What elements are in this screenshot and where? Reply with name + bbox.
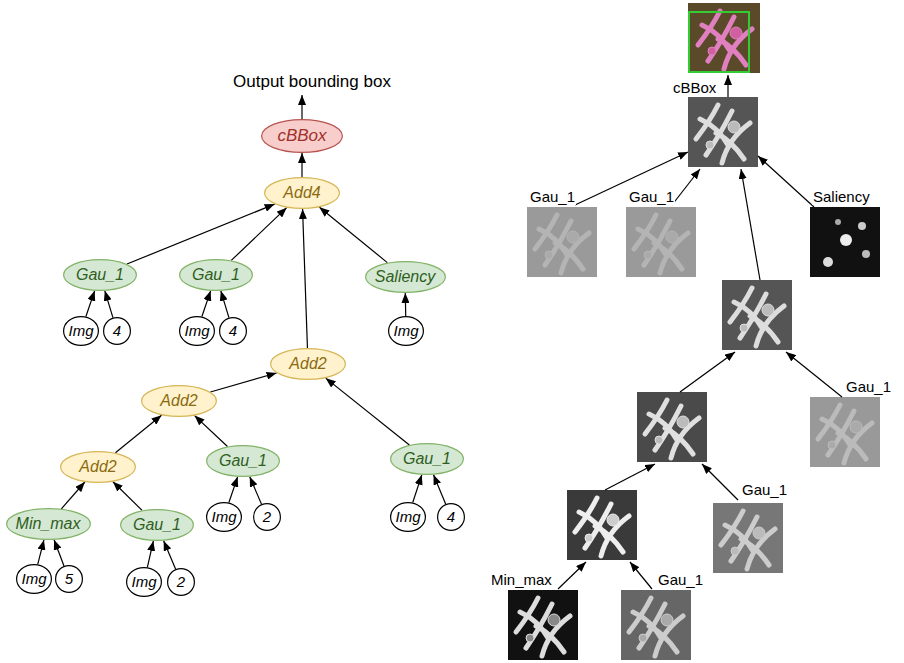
output-caption: Output bounding box xyxy=(233,72,391,92)
tree-arrow xyxy=(301,153,302,177)
node-label: 2 xyxy=(263,509,271,526)
tree-arrow xyxy=(38,540,44,564)
tree-arrow xyxy=(229,477,238,503)
input-circle: Img xyxy=(126,567,162,597)
image-arrows xyxy=(558,75,842,589)
output-op-ellipse: cBBox xyxy=(261,119,343,153)
input-circle: 2 xyxy=(167,568,195,596)
image-operator-label: Gau_1 xyxy=(845,378,892,395)
image-operator-label: Min_max xyxy=(490,571,553,588)
tree-arrow xyxy=(195,416,228,447)
input-circle: 4 xyxy=(219,317,247,345)
tree-arrow xyxy=(164,541,176,569)
tree-arrow xyxy=(115,415,161,453)
node-label: Gau_1 xyxy=(219,452,267,470)
tree-arrow xyxy=(434,475,446,504)
tree-arrow xyxy=(86,291,95,317)
node-label: Saliency xyxy=(375,268,435,286)
tree-arrow xyxy=(105,291,113,318)
image-operator-label: Gau_1 xyxy=(741,481,788,498)
node-label: Img xyxy=(21,571,46,588)
filter-op-ellipse: Gau_1 xyxy=(120,509,194,541)
add-op-ellipse: Add4 xyxy=(264,177,340,209)
filter-op-ellipse: Min_max xyxy=(6,508,91,540)
node-label: 5 xyxy=(65,571,73,588)
image-operator-label: cBBox xyxy=(672,79,717,96)
input-circle: Img xyxy=(206,502,242,532)
node-label: Min_max xyxy=(16,515,81,533)
tree-arrow xyxy=(303,209,308,348)
input-circle: Img xyxy=(390,502,426,532)
tree-arrow xyxy=(147,541,153,567)
input-circle: 4 xyxy=(437,503,465,531)
node-label: Gau_1 xyxy=(403,450,451,468)
input-circle: Img xyxy=(388,316,424,346)
node-label: Add4 xyxy=(283,184,320,202)
tree-arrow xyxy=(319,207,387,262)
input-circle: Img xyxy=(16,564,52,594)
input-circle: 5 xyxy=(55,565,83,593)
tree-arrow xyxy=(413,475,422,503)
feature-image xyxy=(508,97,880,660)
input-circle: Img xyxy=(63,316,99,346)
image-operator-label: Gau_1 xyxy=(529,188,576,205)
filter-op-ellipse: Gau_1 xyxy=(390,443,464,475)
node-label: cBBox xyxy=(277,127,326,146)
filter-op-ellipse: Gau_1 xyxy=(179,259,253,291)
add-op-ellipse: Add2 xyxy=(60,451,136,483)
node-label: Img xyxy=(211,509,236,526)
tree-arrow xyxy=(405,293,407,316)
input-circle: 4 xyxy=(103,317,131,345)
tree-arrow xyxy=(221,291,229,318)
tree-arrow xyxy=(250,477,262,504)
add-op-ellipse: Add2 xyxy=(270,348,346,380)
tree-arrow xyxy=(202,291,211,317)
image-operator-label: Gau_1 xyxy=(628,188,675,205)
image-operator-label: Saliency xyxy=(812,188,871,205)
filter-op-ellipse: Saliency xyxy=(365,261,446,293)
node-label: Img xyxy=(68,323,93,340)
tree-arrow xyxy=(326,378,410,445)
filter-op-ellipse: Gau_1 xyxy=(206,445,280,477)
node-label: Img xyxy=(393,323,418,340)
tree-arrow xyxy=(210,373,276,392)
tree-arrow xyxy=(231,208,286,261)
node-label: 2 xyxy=(177,574,185,591)
filter-op-ellipse: Gau_1 xyxy=(63,259,137,291)
add-op-ellipse: Add2 xyxy=(141,385,217,417)
node-label: Img xyxy=(395,509,420,526)
node-label: 4 xyxy=(447,509,455,526)
image-operator-label: Gau_1 xyxy=(657,571,704,588)
node-label: 4 xyxy=(229,323,237,340)
node-label: Gau_1 xyxy=(76,266,124,284)
tree-arrow xyxy=(127,204,275,264)
node-label: Add2 xyxy=(79,458,116,476)
node-label: Gau_1 xyxy=(133,516,181,534)
node-label: Img xyxy=(184,323,209,340)
node-label: Img xyxy=(131,574,156,591)
tree-arrow xyxy=(54,540,64,566)
node-label: Add2 xyxy=(289,355,326,373)
input-circle: 2 xyxy=(253,503,281,531)
input-circle: Img xyxy=(179,316,215,346)
node-label: 4 xyxy=(113,323,121,340)
output-arrow xyxy=(301,95,302,119)
node-label: Add2 xyxy=(160,392,197,410)
result-photo xyxy=(688,3,760,73)
tree-arrow xyxy=(113,482,142,511)
tree-arrow xyxy=(61,482,85,509)
node-label: Gau_1 xyxy=(192,266,240,284)
